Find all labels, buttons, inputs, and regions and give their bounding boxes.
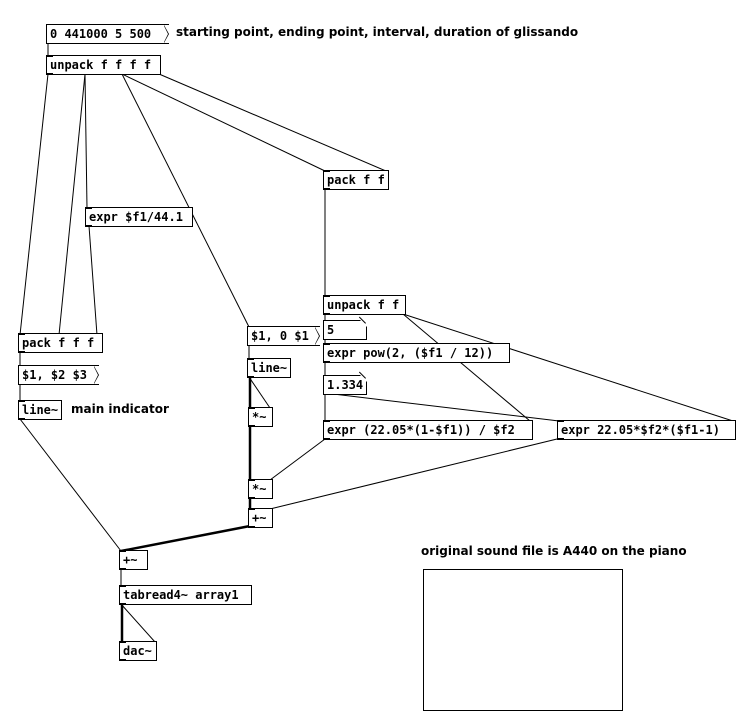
- glissando-params-text: 0 441000 5 500: [50, 27, 152, 41]
- main-indicator-comment: main indicator: [71, 402, 169, 416]
- line-env-object[interactable]: line~: [247, 358, 291, 378]
- line-env-message[interactable]: $1, 0 $1: [247, 326, 320, 346]
- pack-fff-object[interactable]: pack f f f: [18, 333, 103, 353]
- pack-ff-object[interactable]: pack f f: [323, 170, 389, 190]
- mul2-object[interactable]: *~: [248, 479, 273, 499]
- expr-b-object[interactable]: expr 22.05*$f2*($f1-1): [557, 420, 736, 440]
- glissando-params-message[interactable]: 0 441000 5 500: [46, 24, 169, 44]
- pack-line-message[interactable]: $1, $2 $3: [18, 365, 99, 385]
- line-main-object[interactable]: line~: [18, 400, 62, 420]
- params-comment: starting point, ending point, interval, …: [176, 25, 579, 39]
- array1-graph[interactable]: [423, 569, 623, 711]
- expr-pow-object[interactable]: expr pow(2, ($f1 / 12)): [323, 343, 510, 363]
- unpack-main-object[interactable]: unpack f f f f: [46, 55, 161, 75]
- line-env-message-text: $1, 0 $1: [251, 329, 309, 343]
- tabread-object[interactable]: tabread4~ array1: [119, 585, 252, 605]
- mul1-object[interactable]: *~: [248, 407, 273, 427]
- expr-div-object[interactable]: expr $f1/44.1: [85, 207, 193, 227]
- expr-a-object[interactable]: expr (22.05*(1-$f1)) / $f2: [323, 420, 533, 440]
- interval-value: 5: [327, 323, 335, 337]
- unpack-ff-object[interactable]: unpack f f: [323, 295, 406, 315]
- ratio-number-box[interactable]: 1.334: [323, 371, 367, 395]
- pack-line-message-text: $1, $2 $3: [22, 368, 88, 382]
- dac-object[interactable]: dac~: [119, 641, 157, 661]
- add2-object[interactable]: +~: [119, 550, 148, 570]
- ratio-value: 1.334: [327, 378, 364, 392]
- add1-object[interactable]: +~: [248, 508, 273, 528]
- interval-number-box[interactable]: 5: [323, 316, 367, 340]
- sound-file-comment: original sound file is A440 on the piano: [421, 544, 687, 558]
